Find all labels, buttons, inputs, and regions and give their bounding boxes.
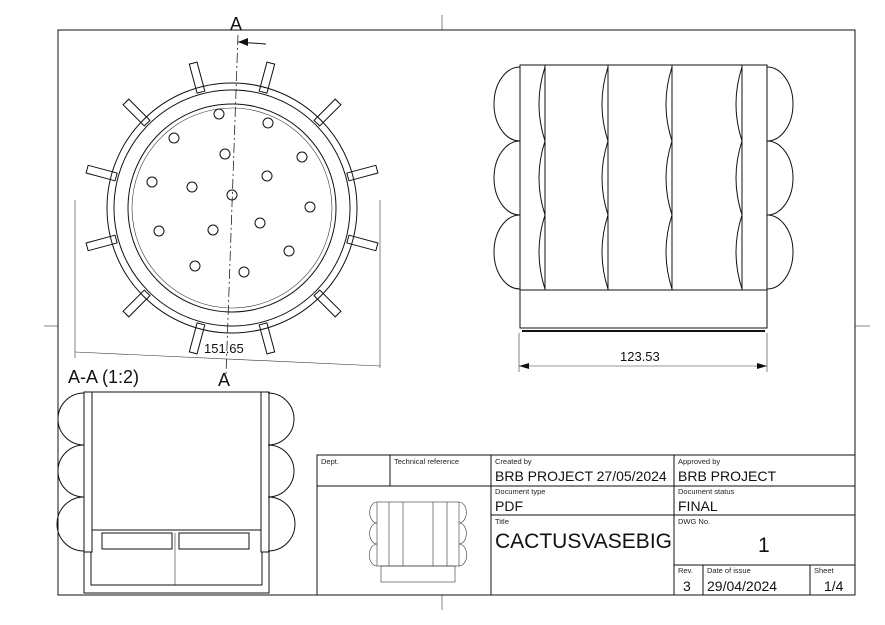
rib <box>188 61 206 94</box>
title-block <box>316 454 856 596</box>
section-marker-bottom: A <box>218 370 230 390</box>
diameter-dimension: 151.65 <box>204 341 244 356</box>
section-view: A-A (1:2) <box>56 367 296 594</box>
drain-hole <box>219 148 231 160</box>
width-dimension: 123.53 <box>620 349 660 364</box>
rib <box>85 234 118 252</box>
doc-type-label: Document type <box>495 487 545 496</box>
date-label: Date of issue <box>707 566 751 575</box>
rib <box>188 322 206 355</box>
drain-hole <box>207 224 219 236</box>
doc-status-label: Document status <box>678 487 735 496</box>
rib <box>346 164 379 182</box>
doc-type-value: PDF <box>495 498 523 514</box>
sheet-label: Sheet <box>814 566 835 575</box>
rib <box>122 98 151 127</box>
rib <box>258 61 276 94</box>
techref-label: Technical reference <box>394 457 459 466</box>
rib <box>313 289 342 318</box>
approved-by-value: BRB PROJECT <box>678 468 776 484</box>
rib <box>313 98 342 127</box>
title-value: CACTUSVASEBIG <box>495 530 672 553</box>
drain-hole <box>186 181 198 193</box>
approved-by-label: Approved by <box>678 457 720 466</box>
sheet-value: 1/4 <box>824 578 844 594</box>
drain-hole <box>238 266 250 278</box>
drain-hole <box>304 201 316 213</box>
rib <box>85 164 118 182</box>
drain-hole <box>213 108 225 120</box>
dwg-label: DWG No. <box>678 517 710 526</box>
thumbnail-view <box>369 501 467 583</box>
drain-hole <box>261 170 273 182</box>
section-label: A-A (1:2) <box>68 367 139 387</box>
section-marker-top: A <box>230 14 242 34</box>
rib <box>258 322 276 355</box>
created-by-value: BRB PROJECT 27/05/2024 <box>495 468 667 484</box>
dwg-value: 1 <box>758 534 770 557</box>
top-view: A A 151.65 <box>74 14 381 390</box>
drain-hole <box>189 260 201 272</box>
drain-hole <box>153 225 165 237</box>
doc-status-value: FINAL <box>678 498 718 514</box>
drain-hole <box>168 132 180 144</box>
side-view: 123.53 <box>493 64 794 372</box>
date-value: 29/04/2024 <box>707 578 777 594</box>
title-label: Title <box>495 517 509 526</box>
rev-value: 3 <box>683 578 691 594</box>
drain-hole <box>254 217 266 229</box>
center-ticks <box>44 15 870 610</box>
dept-label: Dept. <box>321 457 339 466</box>
drain-hole <box>283 245 295 257</box>
drain-hole <box>262 117 274 129</box>
created-by-label: Created by <box>495 457 532 466</box>
rib <box>346 234 379 252</box>
rib <box>122 289 151 318</box>
rev-label: Rev. <box>678 566 693 575</box>
drain-hole <box>146 176 158 188</box>
drain-hole <box>296 151 308 163</box>
